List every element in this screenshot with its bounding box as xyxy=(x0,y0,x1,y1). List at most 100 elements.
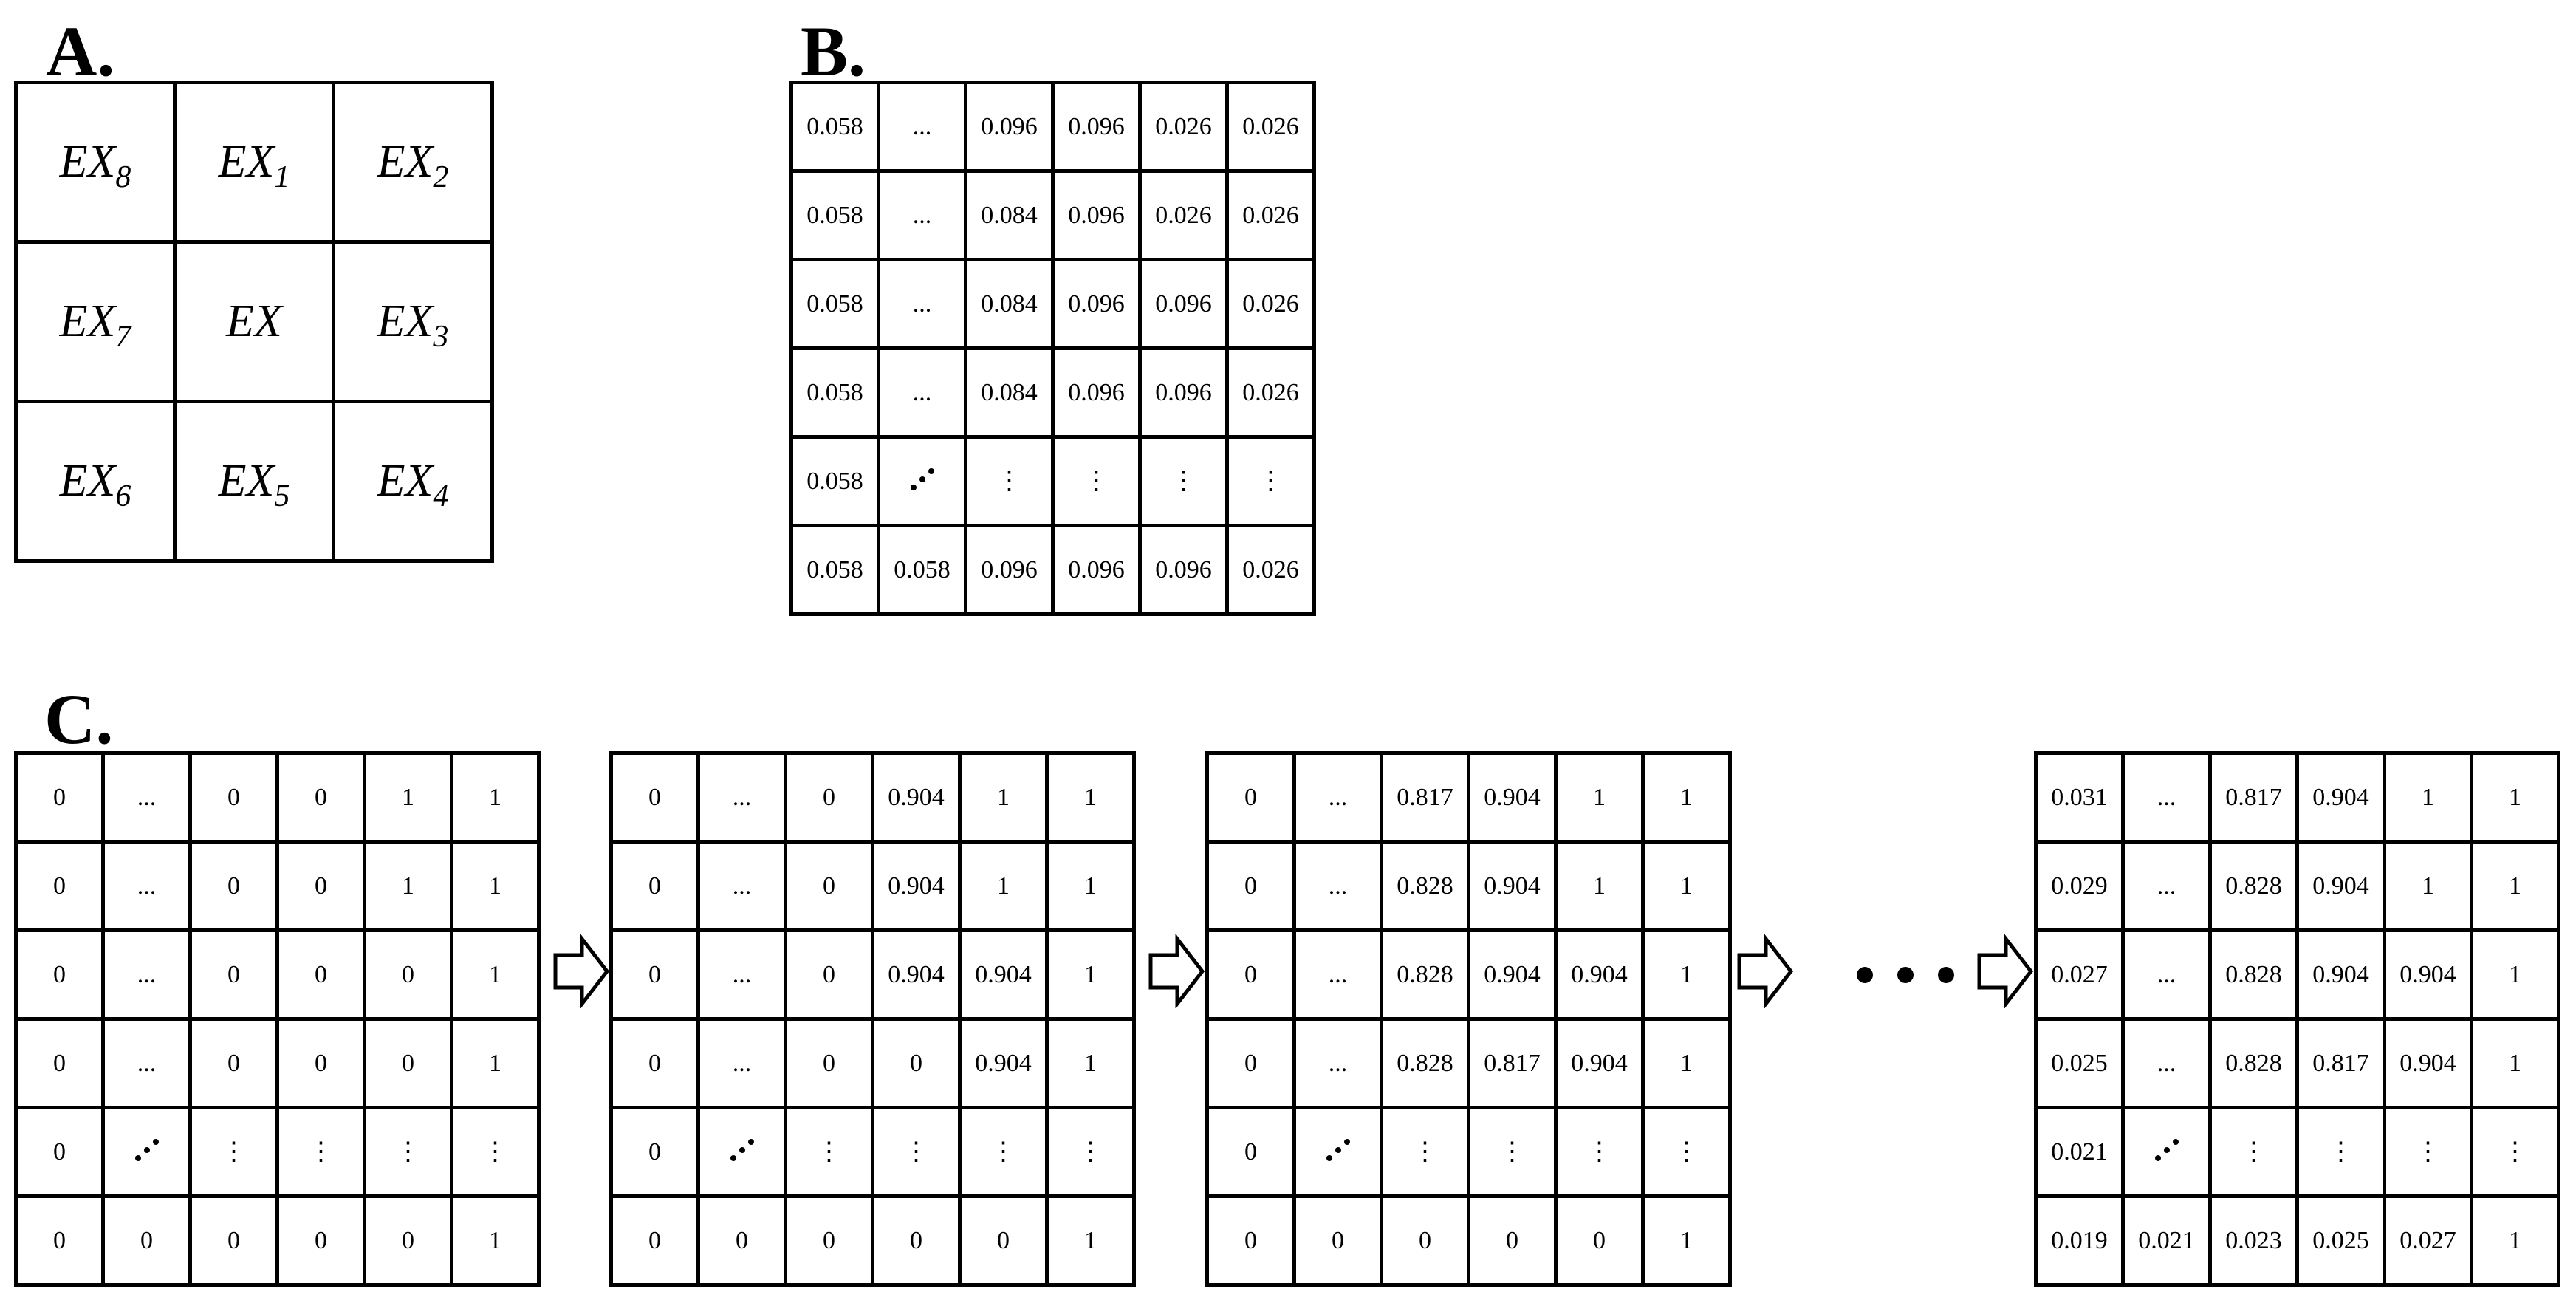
cell-label: EX xyxy=(377,137,434,187)
matrix-cell: ... xyxy=(877,346,967,439)
cell-value: ... xyxy=(912,290,932,318)
matrix-cell: 1 xyxy=(2383,840,2473,932)
matrix-cell: 0 xyxy=(188,1017,279,1109)
cell-value: 1 xyxy=(402,783,414,811)
cell-value: 0.027 xyxy=(2051,960,2108,988)
cell-value: 0 xyxy=(648,1226,661,1254)
cell-value: ... xyxy=(137,872,157,900)
cell-value: 1 xyxy=(402,872,414,900)
cell-value: 0 xyxy=(227,872,240,900)
cell-value: 1 xyxy=(2422,872,2434,900)
cell-value: 0.904 xyxy=(888,960,945,988)
cell-value: 0 xyxy=(315,1226,327,1254)
matrix-cell: 0 xyxy=(1554,1194,1645,1287)
matrix-cell: 0 xyxy=(363,1017,453,1109)
cell-value: 0 xyxy=(53,1049,66,1077)
cell-value: 0.904 xyxy=(888,872,945,900)
cell-value: 0.096 xyxy=(1068,112,1125,140)
matrix-cell: 0 xyxy=(275,751,366,844)
cell-value: 0 xyxy=(648,1138,661,1166)
cell-value: 0 xyxy=(402,1226,414,1254)
matrix-cell: 0 xyxy=(609,1017,700,1109)
matrix-cell: 0.904 xyxy=(1467,928,1558,1021)
cell-value: 0.058 xyxy=(806,378,863,406)
cell-value: ... xyxy=(732,960,752,988)
cell-value: 1 xyxy=(489,783,501,811)
cell-value: 0.031 xyxy=(2051,783,2108,811)
matrix-cell: 0.904 xyxy=(1467,840,1558,932)
vertical-dots-icon: ⋮ xyxy=(308,1138,334,1166)
cell-value: 0 xyxy=(227,960,240,988)
matrix-cell: 0.904 xyxy=(1467,751,1558,844)
cell-value: 0.021 xyxy=(2051,1138,2108,1166)
matrix-cell: 0.904 xyxy=(2295,751,2386,844)
matrix-cell: 0 xyxy=(101,1194,192,1287)
matrix-cell: ⋮ xyxy=(1554,1106,1645,1198)
arrow-right-icon xyxy=(1737,934,1794,1008)
cell-value: 1 xyxy=(997,783,1010,811)
matrix-cell: ⋮ xyxy=(871,1106,962,1198)
matrix-cell: 0 xyxy=(188,840,279,932)
cell-value: 0.828 xyxy=(1397,960,1453,988)
matrix-cell: 0.058 xyxy=(789,258,880,350)
cell-value: 0.828 xyxy=(2225,1049,2282,1077)
matrix-cell: ⋮ xyxy=(450,1106,541,1198)
cell-value: 1 xyxy=(1084,783,1097,811)
cell-value: 0.029 xyxy=(2051,872,2108,900)
matrix-cell: 0.828 xyxy=(1380,840,1470,932)
vertical-dots-icon: ⋮ xyxy=(482,1138,508,1166)
matrix-cell: 1 xyxy=(363,751,453,844)
matrix-cell: ⋮ xyxy=(1138,435,1229,527)
matrix-cell: ... xyxy=(2121,1017,2212,1109)
cell-value: ... xyxy=(2157,1049,2176,1077)
matrix-cell: ⋮ xyxy=(964,435,1055,527)
matrix-cell: 0.026 xyxy=(1225,524,1316,616)
neighbor-cell: EX1 xyxy=(173,81,335,244)
cell-value: ... xyxy=(137,1049,157,1077)
cell-value: 1 xyxy=(1084,1049,1097,1077)
matrix-cell: 0.026 xyxy=(1225,81,1316,173)
vertical-dots-icon: ⋮ xyxy=(1586,1138,1612,1166)
matrix-cell: ... xyxy=(877,258,967,350)
cell-value: 0.096 xyxy=(1068,378,1125,406)
matrix-cell: 1 xyxy=(958,840,1049,932)
matrix-cell: 0.058 xyxy=(877,524,967,616)
cell-value: 0.084 xyxy=(981,201,1038,229)
matrix-cell: 0 xyxy=(609,1194,700,1287)
matrix-cell: 0.904 xyxy=(958,928,1049,1021)
matrix-cell: ... xyxy=(101,751,192,844)
neighbor-cell: EX xyxy=(173,240,335,403)
matrix-cell: 0 xyxy=(14,751,105,844)
cell-value: 0.096 xyxy=(1155,290,1212,318)
cell-value: 0 xyxy=(315,960,327,988)
cell-value: 1 xyxy=(1680,1049,1693,1077)
matrix-row: 0⋮⋮⋮⋮ xyxy=(14,1106,541,1198)
matrix-cell: 0.817 xyxy=(2208,751,2299,844)
matrix-cell: ... xyxy=(101,1017,192,1109)
cell-value: 1 xyxy=(1084,960,1097,988)
cell-value: 0.084 xyxy=(981,290,1038,318)
matrix-cell: 0.096 xyxy=(1138,524,1229,616)
matrix-cell: 0.904 xyxy=(2295,928,2386,1021)
matrix-cell: 0.828 xyxy=(1380,928,1470,1021)
cell-value: ... xyxy=(2157,783,2176,811)
matrix-cell: ... xyxy=(2121,928,2212,1021)
matrix-cell: 1 xyxy=(2470,928,2560,1021)
cell-value: 0.904 xyxy=(975,1049,1032,1077)
ellipsis-icon xyxy=(1857,967,1954,983)
vertical-dots-icon: ⋮ xyxy=(903,1138,929,1166)
matrix-cell: 0.058 xyxy=(789,81,880,173)
matrix-cell: 0 xyxy=(1205,840,1296,932)
cell-value: 0.058 xyxy=(806,555,863,584)
matrix-cell: ⋮ xyxy=(958,1106,1049,1198)
matrix-cell: 0.096 xyxy=(964,81,1055,173)
cell-label: EX xyxy=(218,137,275,187)
matrix-cell: 0.021 xyxy=(2034,1106,2125,1198)
neighbor-cell: EX6 xyxy=(14,400,177,563)
